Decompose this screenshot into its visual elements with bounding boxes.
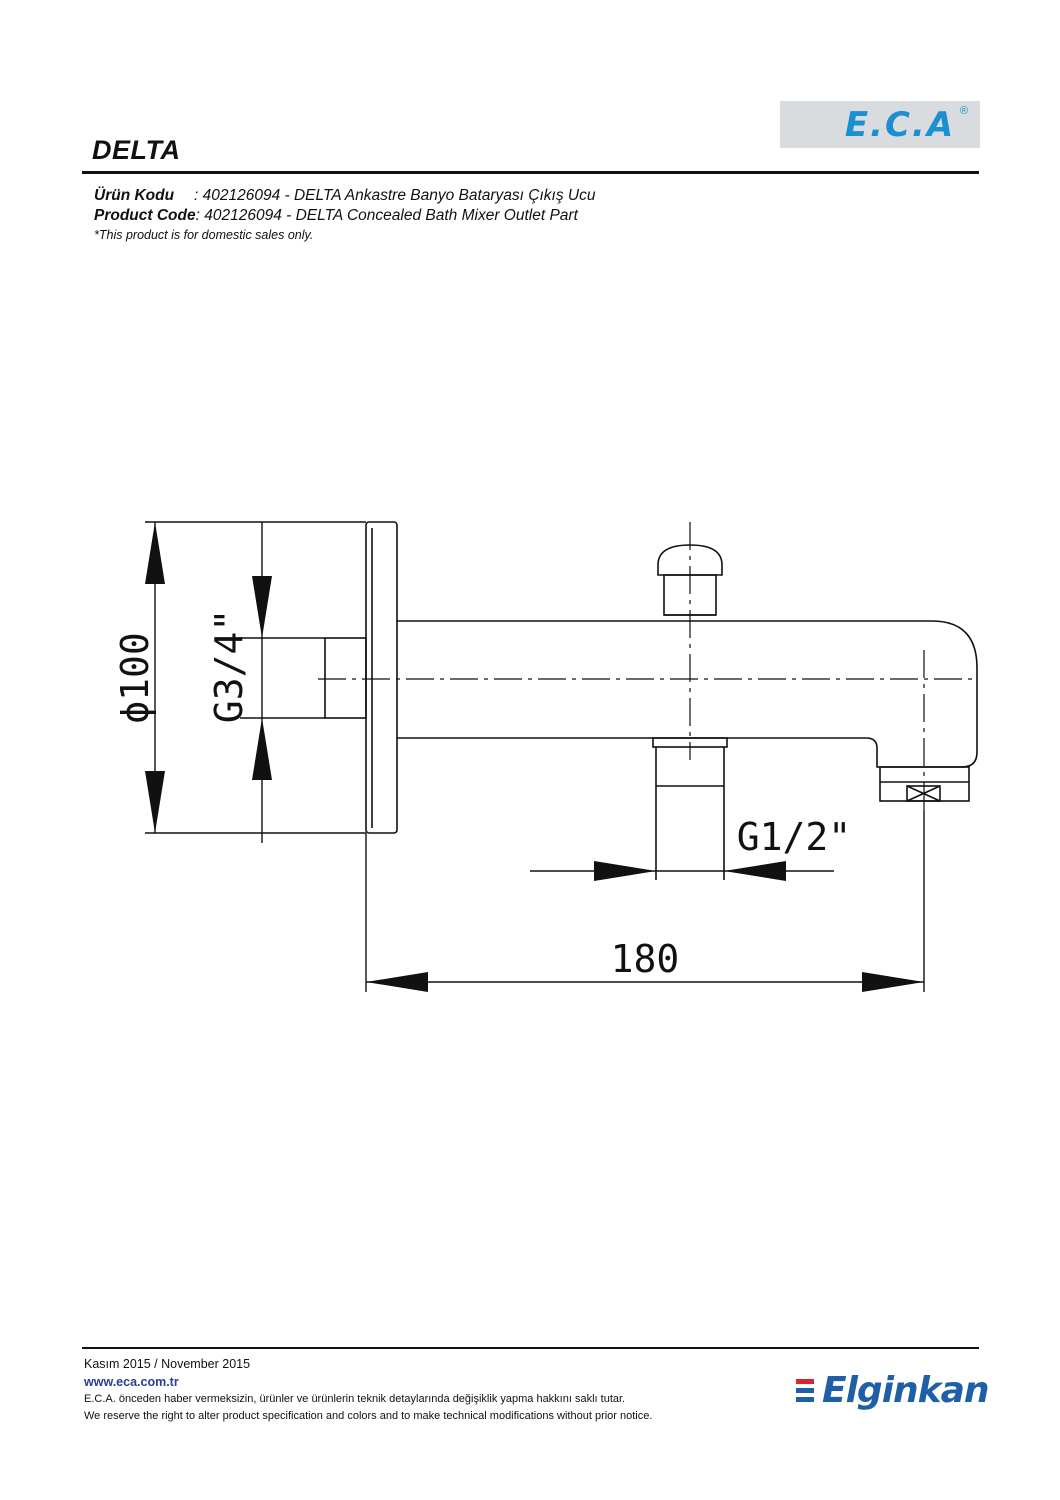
domestic-note: *This product is for domestic sales only… xyxy=(94,228,314,242)
footer-disclaimer-tr: E.C.A. önceden haber vermeksizin, ürünle… xyxy=(84,1393,626,1405)
urun-kodu-label: Ürün Kodu xyxy=(94,187,175,204)
dim-g34-label: G3/4" xyxy=(207,609,251,723)
arrow-180-right xyxy=(862,972,924,992)
arrow-phi-top xyxy=(145,522,165,584)
eca-logo-text: E.C.A xyxy=(844,104,956,145)
arrow-180-left xyxy=(366,972,428,992)
product-code-line: Product Code: 402126094 - DELTA Conceale… xyxy=(94,207,578,225)
dim-diameter-label: ϕ100 xyxy=(113,632,157,724)
elginkan-mark-icon xyxy=(796,1375,814,1406)
arrow-phi-bottom xyxy=(145,771,165,833)
g34-connector xyxy=(324,637,367,719)
footer-website-link[interactable]: www.eca.com.tr xyxy=(84,1375,179,1389)
urun-kodu-value: : 402126094 - DELTA Ankastre Banyo Batar… xyxy=(194,187,596,204)
elginkan-logo: Elginkan xyxy=(796,1370,990,1411)
product-code-label: Product Code xyxy=(94,207,196,224)
product-code-value: : 402126094 - DELTA Concealed Bath Mixer… xyxy=(195,207,578,224)
footer-disclaimer-en: We reserve the right to alter product sp… xyxy=(84,1410,653,1422)
arrow-g34-bottom xyxy=(252,718,272,780)
elginkan-logo-text: Elginkan xyxy=(822,1370,990,1411)
footer-date: Kasım 2015 / November 2015 xyxy=(84,1357,251,1371)
footer-divider xyxy=(82,1347,979,1349)
registered-mark: ® xyxy=(959,105,968,117)
page-title: DELTA xyxy=(92,135,181,165)
arrow-g12-right xyxy=(724,861,786,881)
spout-body xyxy=(397,620,978,768)
arrow-g34-top xyxy=(252,576,272,638)
urun-kodu-line: Ürün Kodu : 402126094 - DELTA Ankastre Ba… xyxy=(94,187,595,205)
arrow-g12-left xyxy=(594,861,656,881)
eca-logo: E.C.A ® xyxy=(780,101,980,148)
header-divider xyxy=(82,171,979,174)
dim-length-label: 180 xyxy=(611,937,680,981)
dim-g12-label: G1/2" xyxy=(737,815,851,859)
wall-plate xyxy=(365,521,398,834)
